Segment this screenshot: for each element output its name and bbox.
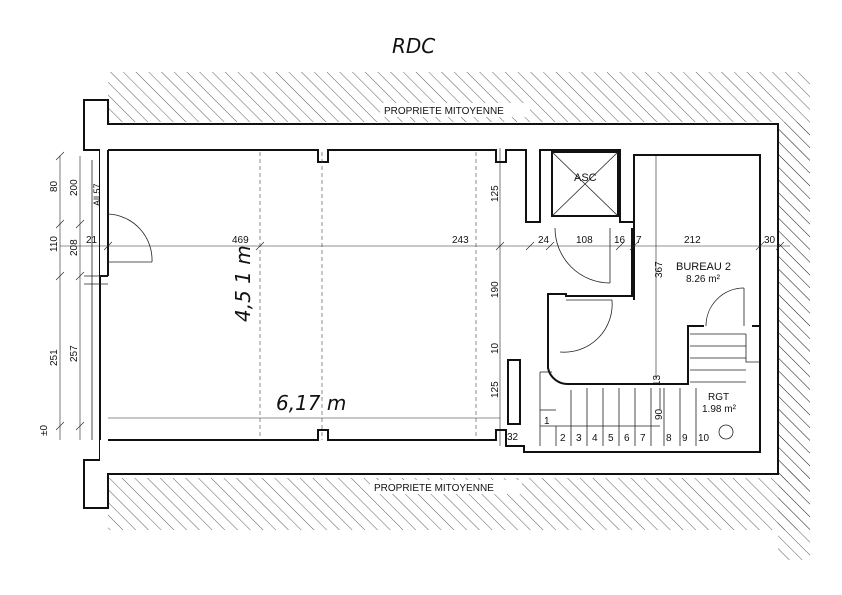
neighbor-hatch-top — [108, 72, 810, 560]
dim-10: 10 — [490, 342, 501, 354]
neighbor-hatch-bottom — [108, 470, 810, 530]
dim-469: 469 — [232, 235, 249, 246]
left-dim-208: 208 — [69, 239, 80, 256]
neighbor-hatch-right-edge — [778, 122, 810, 482]
stair-step-number: 7 — [640, 433, 646, 444]
stair-step-number: 9 — [682, 433, 688, 444]
dim-32: 32 — [507, 432, 519, 443]
dim-367: 367 — [654, 261, 665, 278]
stair-step-number: 4 — [592, 433, 598, 444]
storage-area: 1.98 m² — [702, 404, 737, 415]
left-dim-251: 251 — [49, 349, 60, 366]
dim-212: 212 — [684, 235, 701, 246]
staircase — [507, 333, 760, 446]
dim-13: 13 — [652, 374, 663, 386]
stair-step-number: 10 — [698, 433, 710, 444]
dim-7: 7 — [636, 235, 642, 246]
neighbor-label-bottom: PROPRIETE MITOYENNE — [374, 483, 494, 494]
left-dim-zero: ±0 — [39, 425, 50, 436]
dim-108: 108 — [576, 235, 593, 246]
hand-length: 6,17 m — [276, 391, 346, 415]
stair-step-number: 3 — [576, 433, 582, 444]
storage-name: RGT — [708, 392, 729, 403]
dim-30: 30 — [764, 235, 776, 246]
neighbor-label-top: PROPRIETE MITOYENNE — [384, 106, 504, 117]
stair-step-number: 8 — [666, 433, 672, 444]
left-dim-80: 80 — [49, 180, 60, 192]
left-dim-257: 257 — [69, 345, 80, 362]
lobby-label: All 57 — [92, 183, 102, 206]
office-name: BUREAU 2 — [676, 261, 731, 273]
left-dim-110: 110 — [49, 236, 60, 252]
dim-16: 16 — [614, 235, 626, 246]
dim-24: 24 — [538, 235, 550, 246]
dim-125-bottom: 125 — [490, 381, 501, 398]
hand-width: 4,5 1 m — [231, 245, 255, 322]
dim-1: 1 — [544, 416, 550, 427]
dim-190: 190 — [490, 281, 501, 298]
stair-step-number: 2 — [560, 433, 566, 444]
stair-step-number: 5 — [608, 433, 614, 444]
main-room-wall — [108, 149, 761, 327]
office-area: 8.26 m² — [686, 274, 721, 285]
dim-243: 243 — [452, 235, 469, 246]
dim-90: 90 — [654, 408, 665, 420]
left-dim-200: 200 — [69, 179, 80, 196]
dim-21: 21 — [86, 235, 98, 246]
stair-step-number: 6 — [624, 433, 630, 444]
lift-label: ASC — [574, 172, 597, 184]
plan-title: RDC — [392, 34, 435, 58]
dim-125-top: 125 — [490, 185, 501, 202]
